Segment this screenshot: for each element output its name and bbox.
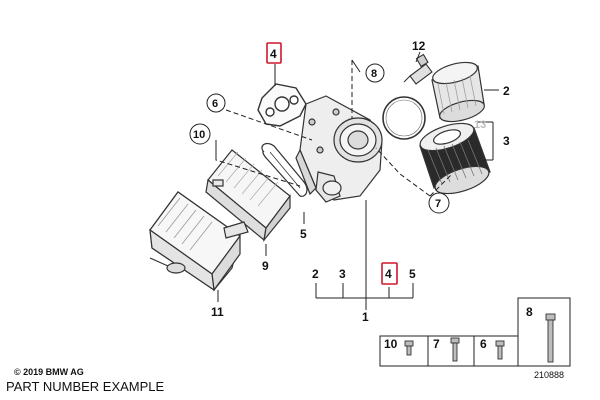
callout-6-circle xyxy=(206,93,226,113)
bolt-kit-labels: 10 7 6 8 xyxy=(384,305,533,351)
callout-7: 7 xyxy=(435,198,441,210)
oil-cooler-illustration xyxy=(149,191,241,292)
group-label-3: 3 xyxy=(339,267,346,281)
bolt-panel-frame xyxy=(379,297,571,367)
group-label-5: 5 xyxy=(409,267,416,281)
footer-caption: PART NUMBER EXAMPLE xyxy=(6,379,165,394)
gasket-4-illustration xyxy=(257,83,307,127)
bolt-label-7: 7 xyxy=(433,337,440,351)
leader-lines xyxy=(215,51,499,310)
bolt-7-icon xyxy=(450,337,460,362)
o-ring-illustration xyxy=(382,96,426,140)
callout-2: 2 xyxy=(503,84,510,98)
callout-13: 13 xyxy=(474,119,486,131)
bolt-label-8: 8 xyxy=(526,305,533,319)
callout-6: 6 xyxy=(212,98,218,110)
group-label-2: 2 xyxy=(312,267,319,281)
sensor-12-illustration xyxy=(403,53,433,85)
bolt-8-icon xyxy=(545,313,556,363)
callout-5: 5 xyxy=(300,227,307,241)
callout-7-circle xyxy=(428,192,450,214)
bolt-label-6: 6 xyxy=(480,337,487,351)
oil-filter-housing-illustration xyxy=(295,95,383,203)
bolt-label-10: 10 xyxy=(384,337,398,351)
filter-cap-illustration xyxy=(431,61,485,123)
callout-10: 10 xyxy=(193,129,205,141)
callout-4-top: 4 xyxy=(270,47,277,61)
bolt-kit-panel xyxy=(379,297,571,367)
callout-8-circle xyxy=(365,63,385,83)
bolt-icons xyxy=(404,313,556,363)
callouts: 4 12 8 2 13 3 6 10 7 5 9 11 1 2 3 4 xyxy=(189,39,510,324)
drawing-number: 210888 xyxy=(534,370,565,380)
callout-3: 3 xyxy=(503,134,510,148)
callout-11: 11 xyxy=(211,305,224,319)
highlight-box-4-top xyxy=(266,42,282,64)
callout-9: 9 xyxy=(262,259,269,273)
callout-10-circle xyxy=(189,123,211,145)
highlight-box-4-group xyxy=(381,262,398,285)
gasket-5-illustration xyxy=(261,142,308,197)
callout-1: 1 xyxy=(362,310,369,324)
copyright-text: © 2019 BMW AG xyxy=(14,367,84,377)
bolt-10-icon xyxy=(404,340,414,356)
group-label-4: 4 xyxy=(385,267,392,281)
bolt-6-icon xyxy=(495,340,505,360)
heat-exchanger-illustration xyxy=(205,149,291,243)
callout-12: 12 xyxy=(412,39,426,53)
filter-element-illustration xyxy=(419,122,491,195)
callout-8: 8 xyxy=(371,68,377,80)
